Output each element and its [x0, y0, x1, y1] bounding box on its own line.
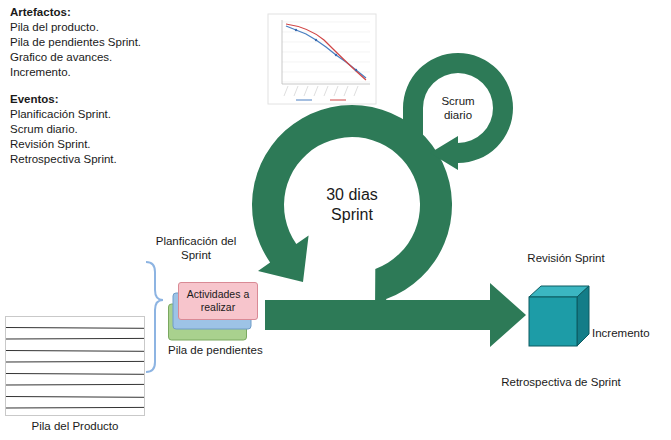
- loop-label: 30 dias Sprint: [310, 185, 394, 225]
- sheet-line: [6, 407, 144, 409]
- node-text-wrap: Pila del Producto: [5, 420, 145, 434]
- sheet-line: [6, 396, 144, 398]
- cube-front: [529, 297, 577, 346]
- list-item: Grafico de avances.: [10, 50, 141, 65]
- sheet-line: [6, 373, 144, 375]
- list-item: Scrum diario.: [10, 122, 141, 137]
- list-item: Incremento.: [10, 65, 141, 80]
- node-caption: Incremento: [592, 327, 650, 341]
- sheet-line: [6, 327, 144, 329]
- node-caption: Pila de pendientes: [168, 344, 263, 358]
- node-text-wrap: Pila de pendientes: [168, 344, 263, 358]
- backlog-sheet: [5, 316, 145, 416]
- list-item: Revisión Sprint.: [10, 137, 141, 152]
- bracket: [146, 262, 163, 372]
- loop-label: Scrum diario: [427, 94, 489, 123]
- legend-list: Artefactos:Pila del producto.Pila de pen…: [10, 5, 141, 167]
- sheet-line: [6, 338, 144, 340]
- increment-cube: Incremento: [528, 285, 651, 347]
- list-item: Pila de pendientes Sprint.: [10, 35, 141, 50]
- sprint-backlog-stack: Pila de pendientes Actividades a realizar: [168, 282, 265, 358]
- node-text: Actividades a realizar: [183, 288, 253, 313]
- step-label: Retrospectiva de Sprint: [499, 375, 623, 389]
- burndown-chart: [268, 14, 376, 104]
- backlog-stack: Pila del Producto: [5, 316, 145, 434]
- list-item: Retrospectiva Sprint.: [10, 152, 141, 167]
- sheet-line: [6, 384, 144, 386]
- list-heading: Eventos:: [10, 92, 141, 107]
- cube: [528, 285, 590, 347]
- list-item: Planificación Sprint.: [10, 107, 141, 122]
- task-card: Actividades a realizar: [178, 282, 258, 320]
- sheet-line: [6, 350, 144, 352]
- step-label: Revisión Sprint: [506, 251, 626, 265]
- list-item: Pila del producto.: [10, 20, 141, 35]
- cube-side: [577, 286, 589, 346]
- daily-loop: [403, 53, 513, 170]
- list-heading: Artefactos:: [10, 5, 141, 20]
- flow-arrow: [265, 283, 526, 347]
- sheet-line: [6, 361, 144, 363]
- sheet-outline: [6, 317, 145, 416]
- node-caption: Pila del Producto: [5, 420, 145, 434]
- node-text-wrap: Incremento: [592, 327, 650, 341]
- step-label: Planficación del Sprint: [148, 234, 244, 263]
